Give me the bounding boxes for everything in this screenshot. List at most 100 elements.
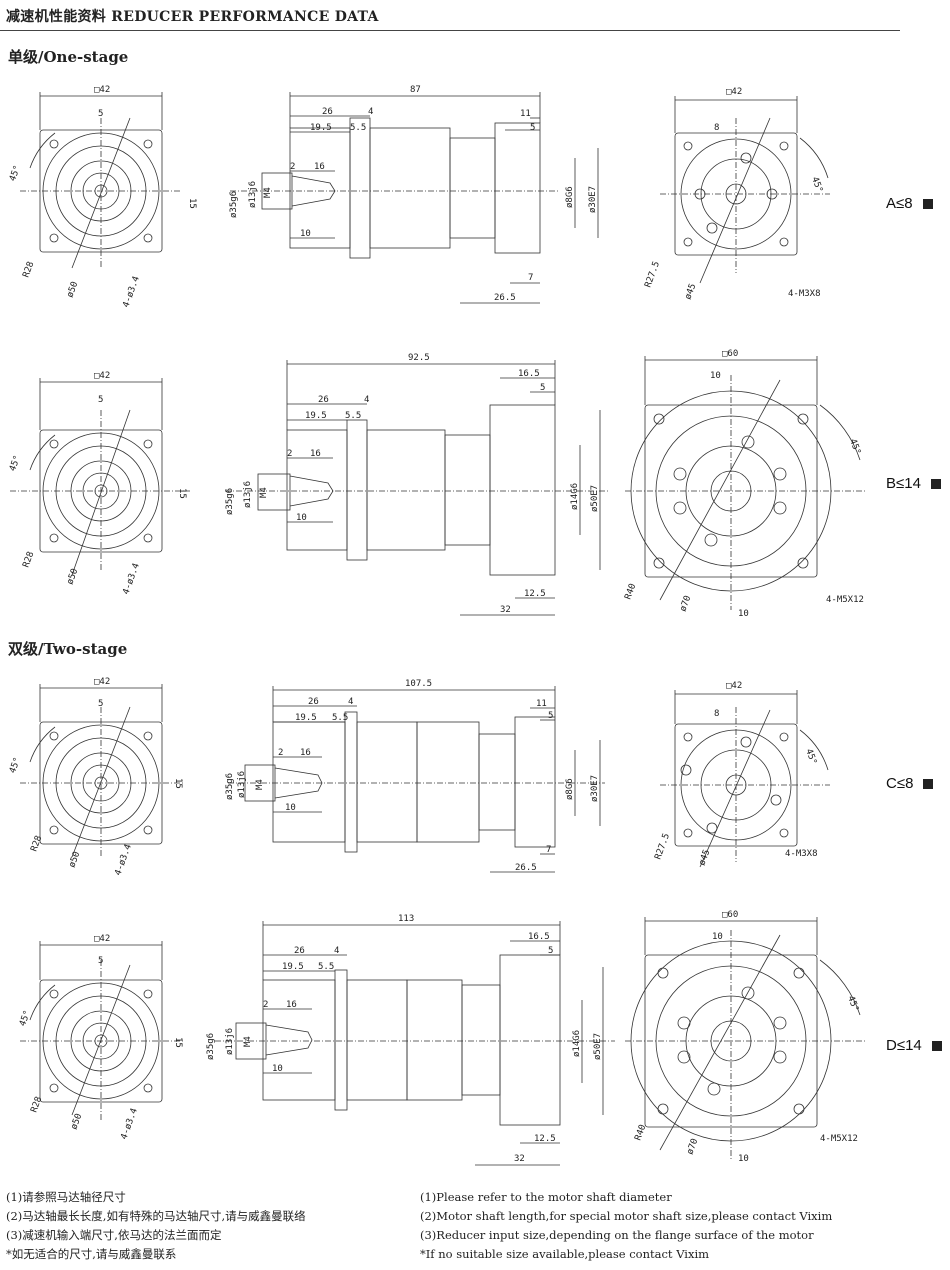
notes-cn: (1)请参照马达轴径尺寸 (2)马达轴最长长度,如有特殊的马达轴尺寸,请与威鑫曼…	[6, 1188, 306, 1264]
tag-label: A≤8	[886, 195, 913, 212]
side-outb-label: ø50E7	[590, 485, 600, 512]
side-2-label: 2	[290, 162, 295, 172]
side-right1-label: 16.5	[518, 369, 540, 379]
side-26-label: 26	[318, 395, 329, 405]
output-eight-label: 10	[712, 932, 723, 942]
header-title-en: REDUCER PERFORMANCE DATA	[111, 9, 379, 25]
side-19-label: 19.5	[305, 411, 327, 421]
tag-row-b: B≤14	[886, 475, 941, 492]
side-26-label: 26	[294, 946, 305, 956]
side-outb-label: ø30E7	[590, 775, 600, 802]
input-fifteen-label: 15	[187, 198, 197, 209]
side-bot2-label: 26.5	[494, 293, 516, 303]
side-10-label: 10	[272, 1064, 283, 1074]
output-square-label: □42	[726, 681, 742, 691]
side-bot1-label: 12.5	[524, 589, 546, 599]
input-five-label: 5	[98, 699, 103, 709]
output-angle-label: 45°	[847, 438, 862, 457]
side-4-label: 4	[368, 107, 373, 117]
note-en-4: *If no suitable size available,please co…	[420, 1247, 710, 1261]
side-m4-label: M4	[243, 1036, 253, 1047]
square-bullet-icon	[931, 1040, 942, 1051]
side-shaft-label: ø35g6	[229, 191, 239, 218]
input-radius-label: R28	[21, 550, 36, 569]
tag-row-a: A≤8	[886, 195, 933, 212]
input-square-label: □42	[94, 677, 110, 687]
output-dia-label: ø45	[697, 848, 712, 867]
tag-label: C≤8	[886, 775, 914, 792]
input-five-label: 5	[98, 109, 103, 119]
side-55-label: 5.5	[332, 713, 348, 723]
output-ten-label: 10	[738, 1154, 749, 1164]
output-radius-label: R40	[633, 1123, 648, 1142]
side-16-label: 16	[310, 449, 321, 459]
side-bore-label: ø13j6	[243, 481, 253, 508]
side-outa-label: ø8G6	[565, 778, 575, 800]
side-2-label: 2	[263, 1000, 268, 1010]
side-4-label: 4	[348, 697, 353, 707]
output-radius-label: R27.5	[643, 260, 662, 289]
tag-label: D≤14	[886, 1037, 922, 1054]
tag-label: B≤14	[886, 475, 921, 492]
input-angle-label: 45°	[8, 756, 23, 775]
side-outa-label: ø8G6	[565, 186, 575, 208]
side-outa-label: ø14G6	[570, 483, 580, 510]
side-19-label: 19.5	[295, 713, 317, 723]
note-en-2: (2)Motor shaft length,for special motor …	[420, 1209, 833, 1223]
output-eight-label: 8	[714, 123, 719, 133]
side-19-label: 19.5	[282, 962, 304, 972]
note-cn-1: (1)请参照马达轴径尺寸	[6, 1190, 126, 1204]
drawing-row-c: □42 5 45° 15 R28 ø50 4-ø3.4 107.5 26 4 1…	[8, 677, 830, 877]
side-right1-label: 11	[520, 109, 531, 119]
input-dia-label: ø50	[69, 1112, 84, 1131]
side-16-label: 16	[314, 162, 325, 172]
side-right2-label: 5	[540, 383, 545, 393]
output-holes-label: 4-M3X8	[788, 289, 821, 299]
side-right1-label: 16.5	[528, 932, 550, 942]
side-right1-label: 11	[536, 699, 547, 709]
side-10-label: 10	[296, 513, 307, 523]
side-4-label: 4	[364, 395, 369, 405]
drawing-row-d: □42 5 45° 15 R28 ø50 4-ø3.4 113 26 4 19.…	[18, 910, 865, 1166]
input-square-label: □42	[94, 934, 110, 944]
side-right2-label: 5	[548, 711, 553, 721]
side-bot2-label: 32	[500, 605, 511, 615]
side-m4-label: M4	[263, 187, 273, 198]
input-holes-label: 4-ø3.4	[121, 562, 142, 596]
output-angle-label: 45°	[803, 748, 818, 767]
input-angle-label: 45°	[8, 454, 23, 473]
input-radius-label: R28	[29, 1095, 44, 1114]
side-10-label: 10	[285, 803, 296, 813]
output-square-label: □42	[726, 87, 742, 97]
output-ten-label: 10	[738, 609, 749, 619]
input-holes-label: 4-ø3.4	[113, 843, 134, 877]
side-55-label: 5.5	[318, 962, 334, 972]
side-bot1-label: 7	[528, 273, 533, 283]
side-m4-label: M4	[255, 779, 265, 790]
header-rule	[0, 30, 900, 31]
input-dia-label: ø50	[67, 850, 82, 869]
input-dia-label: ø50	[65, 567, 80, 586]
side-total-label: 87	[410, 85, 421, 95]
output-square-label: □60	[722, 349, 738, 359]
side-m4-label: M4	[259, 487, 269, 498]
drawing-row-b: □42 5 45° 15 R28 ø50 4-ø3.4 92.5 26 4 19…	[8, 349, 865, 619]
side-2-label: 2	[278, 748, 283, 758]
output-dia-label: ø45	[683, 282, 698, 301]
input-square-label: □42	[94, 85, 110, 95]
input-angle-label: 45°	[18, 1009, 33, 1028]
input-dia-label: ø50	[65, 280, 80, 299]
input-radius-label: R28	[21, 260, 36, 279]
input-five-label: 5	[98, 956, 103, 966]
input-square-label: □42	[94, 371, 110, 381]
input-radius-label: R28	[29, 834, 44, 853]
side-26-label: 26	[308, 697, 319, 707]
side-shaft-label: ø35g6	[225, 488, 235, 515]
input-holes-label: 4-ø3.4	[119, 1107, 140, 1141]
side-19-label: 19.5	[310, 123, 332, 133]
output-dia-label: ø70	[678, 594, 693, 613]
side-bot1-label: 12.5	[534, 1134, 556, 1144]
side-26-label: 26	[322, 107, 333, 117]
side-bore-label: ø13j6	[237, 771, 247, 798]
output-radius-label: R40	[623, 582, 638, 601]
